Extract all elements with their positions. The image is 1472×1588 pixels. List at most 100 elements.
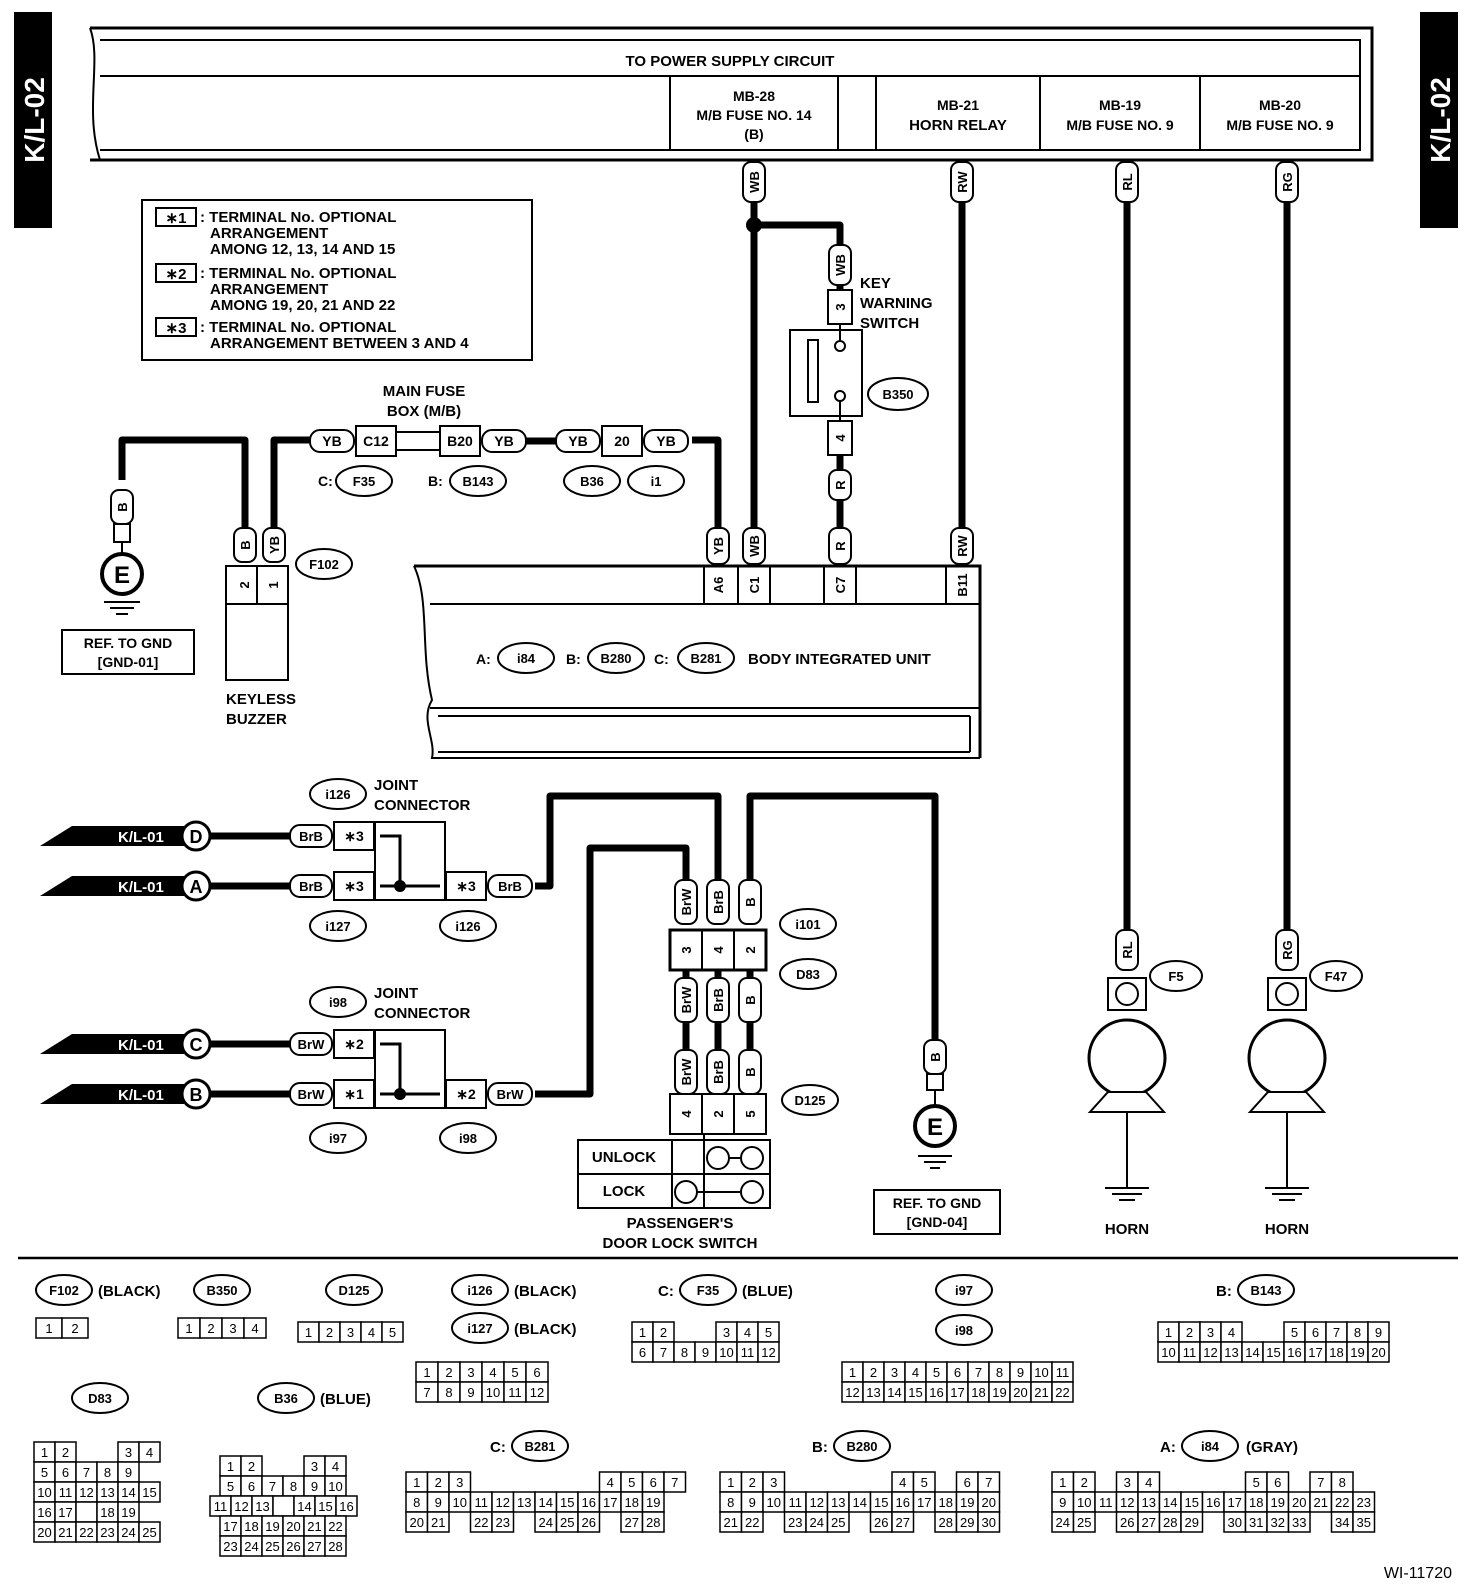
- b36-pin-label: 24: [244, 1539, 258, 1554]
- svg-text:(BLACK): (BLACK): [514, 1283, 576, 1300]
- main-fuse-c12: C12: [363, 433, 389, 449]
- svg-text:∗3: ∗3: [344, 878, 364, 894]
- b281-pin-label: 2: [435, 1475, 442, 1490]
- svg-text:D83: D83: [88, 1391, 112, 1406]
- i98-pin-label: 9: [1017, 1365, 1024, 1380]
- b281-pin-label: 8: [413, 1495, 420, 1510]
- b143-pin-label: 15: [1266, 1345, 1280, 1360]
- note2-line3: AMONG 19, 20, 21 AND 22: [210, 297, 395, 314]
- svg-text:C: C: [190, 1035, 203, 1055]
- i126-pin-label: 6: [533, 1365, 540, 1380]
- wire-label-wb-c1: WB: [742, 527, 766, 565]
- svg-text:K/L-01: K/L-01: [118, 1087, 164, 1104]
- b280-pin-label: 28: [939, 1515, 953, 1530]
- i98-pin-label: 15: [908, 1385, 922, 1400]
- sheet-id-left: K/L-02: [19, 77, 50, 163]
- wire-label-brw-2: BrW: [674, 977, 698, 1023]
- wire-label-b-2: B: [738, 977, 762, 1023]
- d83-pin-label: 16: [37, 1505, 51, 1520]
- b281-pin-label: 27: [625, 1515, 639, 1530]
- svg-text:B:: B:: [566, 651, 581, 667]
- svg-text:BrW: BrW: [298, 1037, 325, 1052]
- svg-text:E: E: [114, 562, 130, 589]
- b281-pin-label: 6: [650, 1475, 657, 1490]
- d83-pin-label: 7: [83, 1465, 90, 1480]
- wire-label-b-1: B: [738, 879, 762, 925]
- f102-pin-label: 1: [45, 1321, 52, 1336]
- b36-pin-label: 8: [290, 1479, 297, 1494]
- fuse9b-line2: M/B FUSE NO. 9: [1226, 117, 1334, 133]
- b36-pin-label: 14: [297, 1499, 311, 1514]
- buzzer-label2: BUZZER: [226, 711, 287, 728]
- svg-text:YB: YB: [656, 433, 675, 449]
- wire-label-r-c7: R: [828, 527, 852, 565]
- svg-text:A:: A:: [476, 651, 491, 667]
- i84-pin-cell: [1180, 1511, 1204, 1533]
- svg-text:B:: B:: [1216, 1283, 1232, 1300]
- joint-connector-i98: i98 JOINT CONNECTOR BrW ∗2 BrW ∗1 ∗2 BrW…: [289, 985, 533, 1154]
- wire-label-brb-2: BrB: [706, 977, 730, 1023]
- f35-pin-label: 3: [723, 1325, 730, 1340]
- terminal-c7: C7: [833, 577, 848, 594]
- d83-pin-label: 4: [146, 1445, 153, 1460]
- b281-pin-label: 16: [582, 1495, 596, 1510]
- svg-text:F102: F102: [49, 1283, 79, 1298]
- joint-connector-i126: i126 JOINT CONNECTOR BrB ∗3 BrB ∗3 ∗3 Br…: [289, 777, 533, 942]
- svg-text:i98: i98: [955, 1323, 973, 1338]
- wire-label-rg-top: RG: [1275, 161, 1299, 203]
- d83-pin-label: 2: [62, 1445, 69, 1460]
- svg-text:RG: RG: [1280, 172, 1295, 192]
- svg-text:∗3: ∗3: [456, 878, 476, 894]
- b36-pin-label: 26: [286, 1539, 300, 1554]
- i84-pin-label: 5: [1253, 1475, 1260, 1490]
- svg-text:B350: B350: [206, 1283, 237, 1298]
- svg-text:PASSENGER'S: PASSENGER'S: [627, 1215, 734, 1232]
- svg-text:A: A: [190, 877, 203, 897]
- b36-pin-label: 9: [311, 1479, 318, 1494]
- wire-label-wb-key: WB: [828, 244, 852, 286]
- svg-text:RW: RW: [955, 171, 970, 193]
- b36-pin-label: 11: [214, 1499, 228, 1514]
- i84-pin-label: 35: [1357, 1515, 1371, 1530]
- main-fuse-b20: B20: [447, 433, 473, 449]
- d125-pin-label: 1: [305, 1325, 312, 1340]
- svg-text:BrB: BrB: [711, 988, 726, 1012]
- svg-text:BrB: BrB: [299, 829, 323, 844]
- terminal-notes-box: ∗1 : TERMINAL No. OPTIONAL ARRANGEMENT A…: [141, 199, 533, 361]
- b36-pin-label: 25: [265, 1539, 279, 1554]
- i98-pin-label: 5: [933, 1365, 940, 1380]
- i98-pin-label: 7: [975, 1365, 982, 1380]
- b280-pin-label: 12: [810, 1495, 824, 1510]
- d83-pin-label: 5: [41, 1465, 48, 1480]
- svg-text:B143: B143: [1250, 1283, 1281, 1298]
- f35-pin-label: 4: [744, 1325, 751, 1340]
- b280-pin-label: 3: [770, 1475, 777, 1490]
- joint-connector-internals: [374, 821, 446, 1109]
- wire-label-brb-1: BrB: [706, 879, 730, 925]
- b36-pin-cell: [272, 1495, 295, 1517]
- i84-pin-label: 32: [1271, 1515, 1285, 1530]
- svg-text:D: D: [190, 827, 203, 847]
- i126-pin-label: 9: [467, 1385, 474, 1400]
- b36-pin-label: 17: [223, 1519, 237, 1534]
- svg-text:i97: i97: [329, 1131, 347, 1146]
- svg-text:i126: i126: [467, 1283, 492, 1298]
- f35-pin-label: 9: [702, 1345, 709, 1360]
- wire-labels: WB RW RL RG WB R B B YB YB WB R RW BrW B…: [110, 161, 1299, 1095]
- i84-pin-label: 13: [1142, 1495, 1156, 1510]
- svg-text:LOCK: LOCK: [603, 1183, 646, 1200]
- svg-text:YB: YB: [494, 433, 513, 449]
- b36-pin-cell: [324, 1535, 347, 1557]
- svg-text:K/L-01: K/L-01: [118, 1037, 164, 1054]
- svg-text:3: 3: [679, 946, 694, 953]
- fuse14-line2: M/B FUSE NO. 14: [696, 107, 811, 123]
- i98-pin-label: 19: [992, 1385, 1006, 1400]
- buzzer-label1: KEYLESS: [226, 691, 296, 708]
- f35-pin-label: 11: [741, 1345, 755, 1360]
- i84-pin-label: 27: [1142, 1515, 1156, 1530]
- wire-label-b-buzzer: B: [233, 527, 257, 563]
- buzzer-connector: F102: [309, 557, 339, 572]
- svg-text:i98: i98: [459, 1131, 477, 1146]
- b280-pin-label: 21: [724, 1515, 738, 1530]
- i84-pin-label: 1: [1059, 1475, 1066, 1490]
